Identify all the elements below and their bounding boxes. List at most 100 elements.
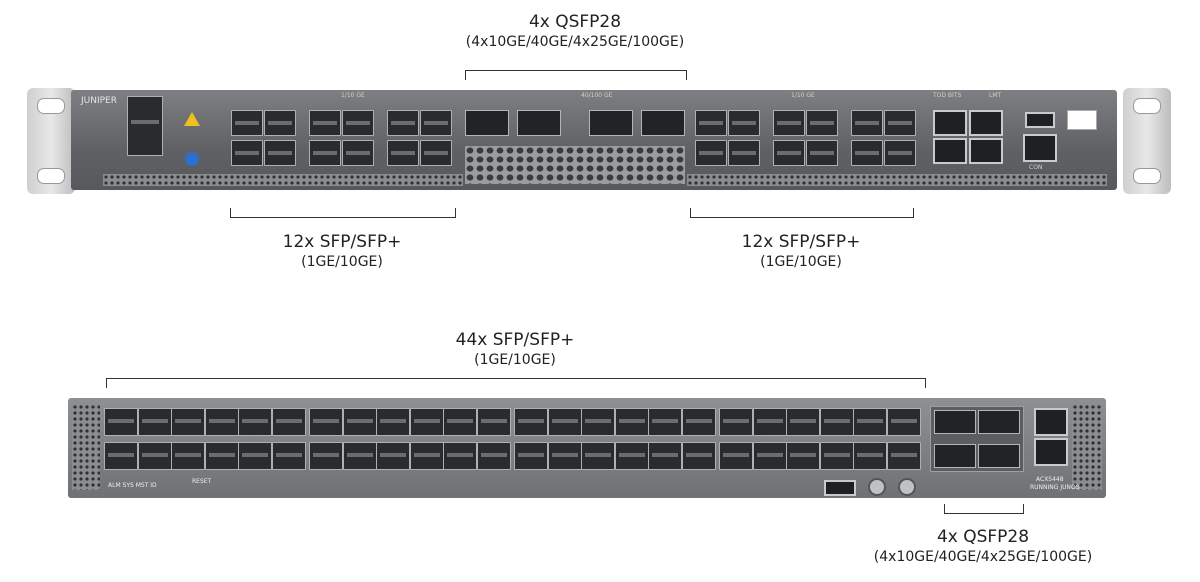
bottom-qsfp-port-48[interactable] xyxy=(934,410,976,434)
right-sfp-port[interactable] xyxy=(773,140,805,166)
coax-connector-2[interactable] xyxy=(898,478,916,496)
left-sfp-port[interactable] xyxy=(264,110,296,136)
bottom-sfp-port[interactable] xyxy=(238,408,272,436)
bottom-sfp-port[interactable] xyxy=(476,408,511,436)
bottom-sfp-port[interactable] xyxy=(581,408,615,436)
right-sfp-port[interactable] xyxy=(728,140,760,166)
bottom-sfp-port[interactable] xyxy=(271,408,306,436)
bottom-sfp-port[interactable] xyxy=(853,408,887,436)
tod-port[interactable] xyxy=(933,110,967,136)
bottom-sfp-port[interactable] xyxy=(614,408,649,436)
bottom-sfp-port[interactable] xyxy=(581,442,615,470)
right-sfp-port[interactable] xyxy=(806,110,838,136)
bottom-sfp-port[interactable] xyxy=(719,442,753,470)
top-sfp-left-bracket xyxy=(230,208,456,218)
bottom-sfp-port[interactable] xyxy=(547,408,582,436)
usb-port-bottom[interactable] xyxy=(824,480,856,496)
bottom-sfp-port[interactable] xyxy=(309,442,343,470)
bottom-sfp-port[interactable] xyxy=(104,408,138,436)
bottom-sfp-port[interactable] xyxy=(409,408,444,436)
left-sfp-port[interactable] xyxy=(387,140,419,166)
left-sfp-port[interactable] xyxy=(342,110,374,136)
bottom-sfp-port[interactable] xyxy=(204,442,239,470)
bottom-sfp-port[interactable] xyxy=(648,408,682,436)
left-sfp-port[interactable] xyxy=(309,110,341,136)
bottom-sfp-port[interactable] xyxy=(681,408,716,436)
bottom-sfp-port[interactable] xyxy=(819,442,854,470)
bottom-sfp-label: 44x SFP/SFP+ (1GE/10GE) xyxy=(390,330,640,369)
qsfp-port-1[interactable] xyxy=(517,110,561,136)
left-sfp-port[interactable] xyxy=(387,110,419,136)
qsfp-port-0[interactable] xyxy=(465,110,509,136)
left-sfp-port[interactable] xyxy=(420,140,452,166)
left-sfp-port[interactable] xyxy=(264,140,296,166)
bottom-sfp-port[interactable] xyxy=(409,442,444,470)
bottom-sfp-port[interactable] xyxy=(443,408,477,436)
bottom-sfp-port[interactable] xyxy=(719,408,753,436)
coax-connector-1[interactable] xyxy=(868,478,886,496)
right-sfp-port[interactable] xyxy=(884,110,916,136)
left-sfp-port[interactable] xyxy=(309,140,341,166)
console-port[interactable] xyxy=(1023,134,1057,162)
lmt-port-b[interactable] xyxy=(969,138,1003,164)
right-sfp-port[interactable] xyxy=(695,110,727,136)
bottom-sfp-port[interactable] xyxy=(886,442,921,470)
bottom-sfp-port[interactable] xyxy=(547,442,582,470)
qsfp-port-2[interactable] xyxy=(589,110,633,136)
bottom-sfp-port[interactable] xyxy=(171,442,205,470)
bottom-sfp-port[interactable] xyxy=(514,408,548,436)
bottom-sfp-port[interactable] xyxy=(819,408,854,436)
bottom-sfp-port[interactable] xyxy=(681,442,716,470)
bottom-qsfp-port-50[interactable] xyxy=(934,444,976,468)
bottom-qsfp-title: 4x QSFP28 xyxy=(936,527,1030,547)
top-sfp-right-subtitle: (1GE/10GE) xyxy=(760,254,842,270)
right-sfp-port[interactable] xyxy=(806,140,838,166)
bottom-sfp-port[interactable] xyxy=(271,442,306,470)
top-sfp-left-subtitle: (1GE/10GE) xyxy=(301,254,383,270)
bottom-sfp-port[interactable] xyxy=(886,408,921,436)
left-sfp-port[interactable] xyxy=(420,110,452,136)
bottom-sfp-port[interactable] xyxy=(376,442,410,470)
left-sfp-port[interactable] xyxy=(231,140,263,166)
mid-group-label: 40/100 GE xyxy=(581,92,613,99)
right-sfp-port[interactable] xyxy=(851,110,883,136)
bottom-sfp-port[interactable] xyxy=(137,408,172,436)
right-sfp-port[interactable] xyxy=(695,140,727,166)
center-vent xyxy=(465,146,685,184)
bottom-sfp-port[interactable] xyxy=(476,442,511,470)
bits-port[interactable] xyxy=(969,110,1003,136)
bottom-qsfp-port-51[interactable] xyxy=(978,444,1020,468)
bottom-sfp-port[interactable] xyxy=(614,442,649,470)
right-sfp-port[interactable] xyxy=(851,140,883,166)
top-qsfp-label: 4x QSFP28 (4x10GE/40GE/4x25GE/100GE) xyxy=(440,12,710,51)
bottom-sfp-port[interactable] xyxy=(514,442,548,470)
bottom-sfp-port[interactable] xyxy=(204,408,239,436)
bottom-sfp-port[interactable] xyxy=(853,442,887,470)
bottom-sfp-port[interactable] xyxy=(137,442,172,470)
bottom-sfp-port[interactable] xyxy=(238,442,272,470)
bottom-sfp-port[interactable] xyxy=(171,408,205,436)
bottom-sfp-port[interactable] xyxy=(104,442,138,470)
usb-port[interactable] xyxy=(1025,112,1055,128)
lmt-port-a[interactable] xyxy=(933,138,967,164)
bottom-sfp-port[interactable] xyxy=(309,408,343,436)
top-sfp-left-label: 12x SFP/SFP+ (1GE/10GE) xyxy=(232,232,452,271)
bottom-qsfp-port-49[interactable] xyxy=(978,410,1020,434)
bottom-sfp-port[interactable] xyxy=(376,408,410,436)
bottom-sfp-port[interactable] xyxy=(648,442,682,470)
bottom-sfp-port[interactable] xyxy=(342,442,377,470)
bottom-sfp-port[interactable] xyxy=(786,408,820,436)
mgmt-port[interactable] xyxy=(1034,408,1068,436)
bottom-sfp-port[interactable] xyxy=(752,408,787,436)
qsfp-port-3[interactable] xyxy=(641,110,685,136)
bottom-sfp-port[interactable] xyxy=(786,442,820,470)
bottom-sfp-port[interactable] xyxy=(752,442,787,470)
console-port-bottom[interactable] xyxy=(1034,438,1068,466)
right-sfp-port[interactable] xyxy=(773,110,805,136)
right-sfp-port[interactable] xyxy=(884,140,916,166)
left-sfp-port[interactable] xyxy=(231,110,263,136)
bottom-sfp-port[interactable] xyxy=(443,442,477,470)
left-sfp-port[interactable] xyxy=(342,140,374,166)
right-sfp-port[interactable] xyxy=(728,110,760,136)
bottom-sfp-port[interactable] xyxy=(342,408,377,436)
